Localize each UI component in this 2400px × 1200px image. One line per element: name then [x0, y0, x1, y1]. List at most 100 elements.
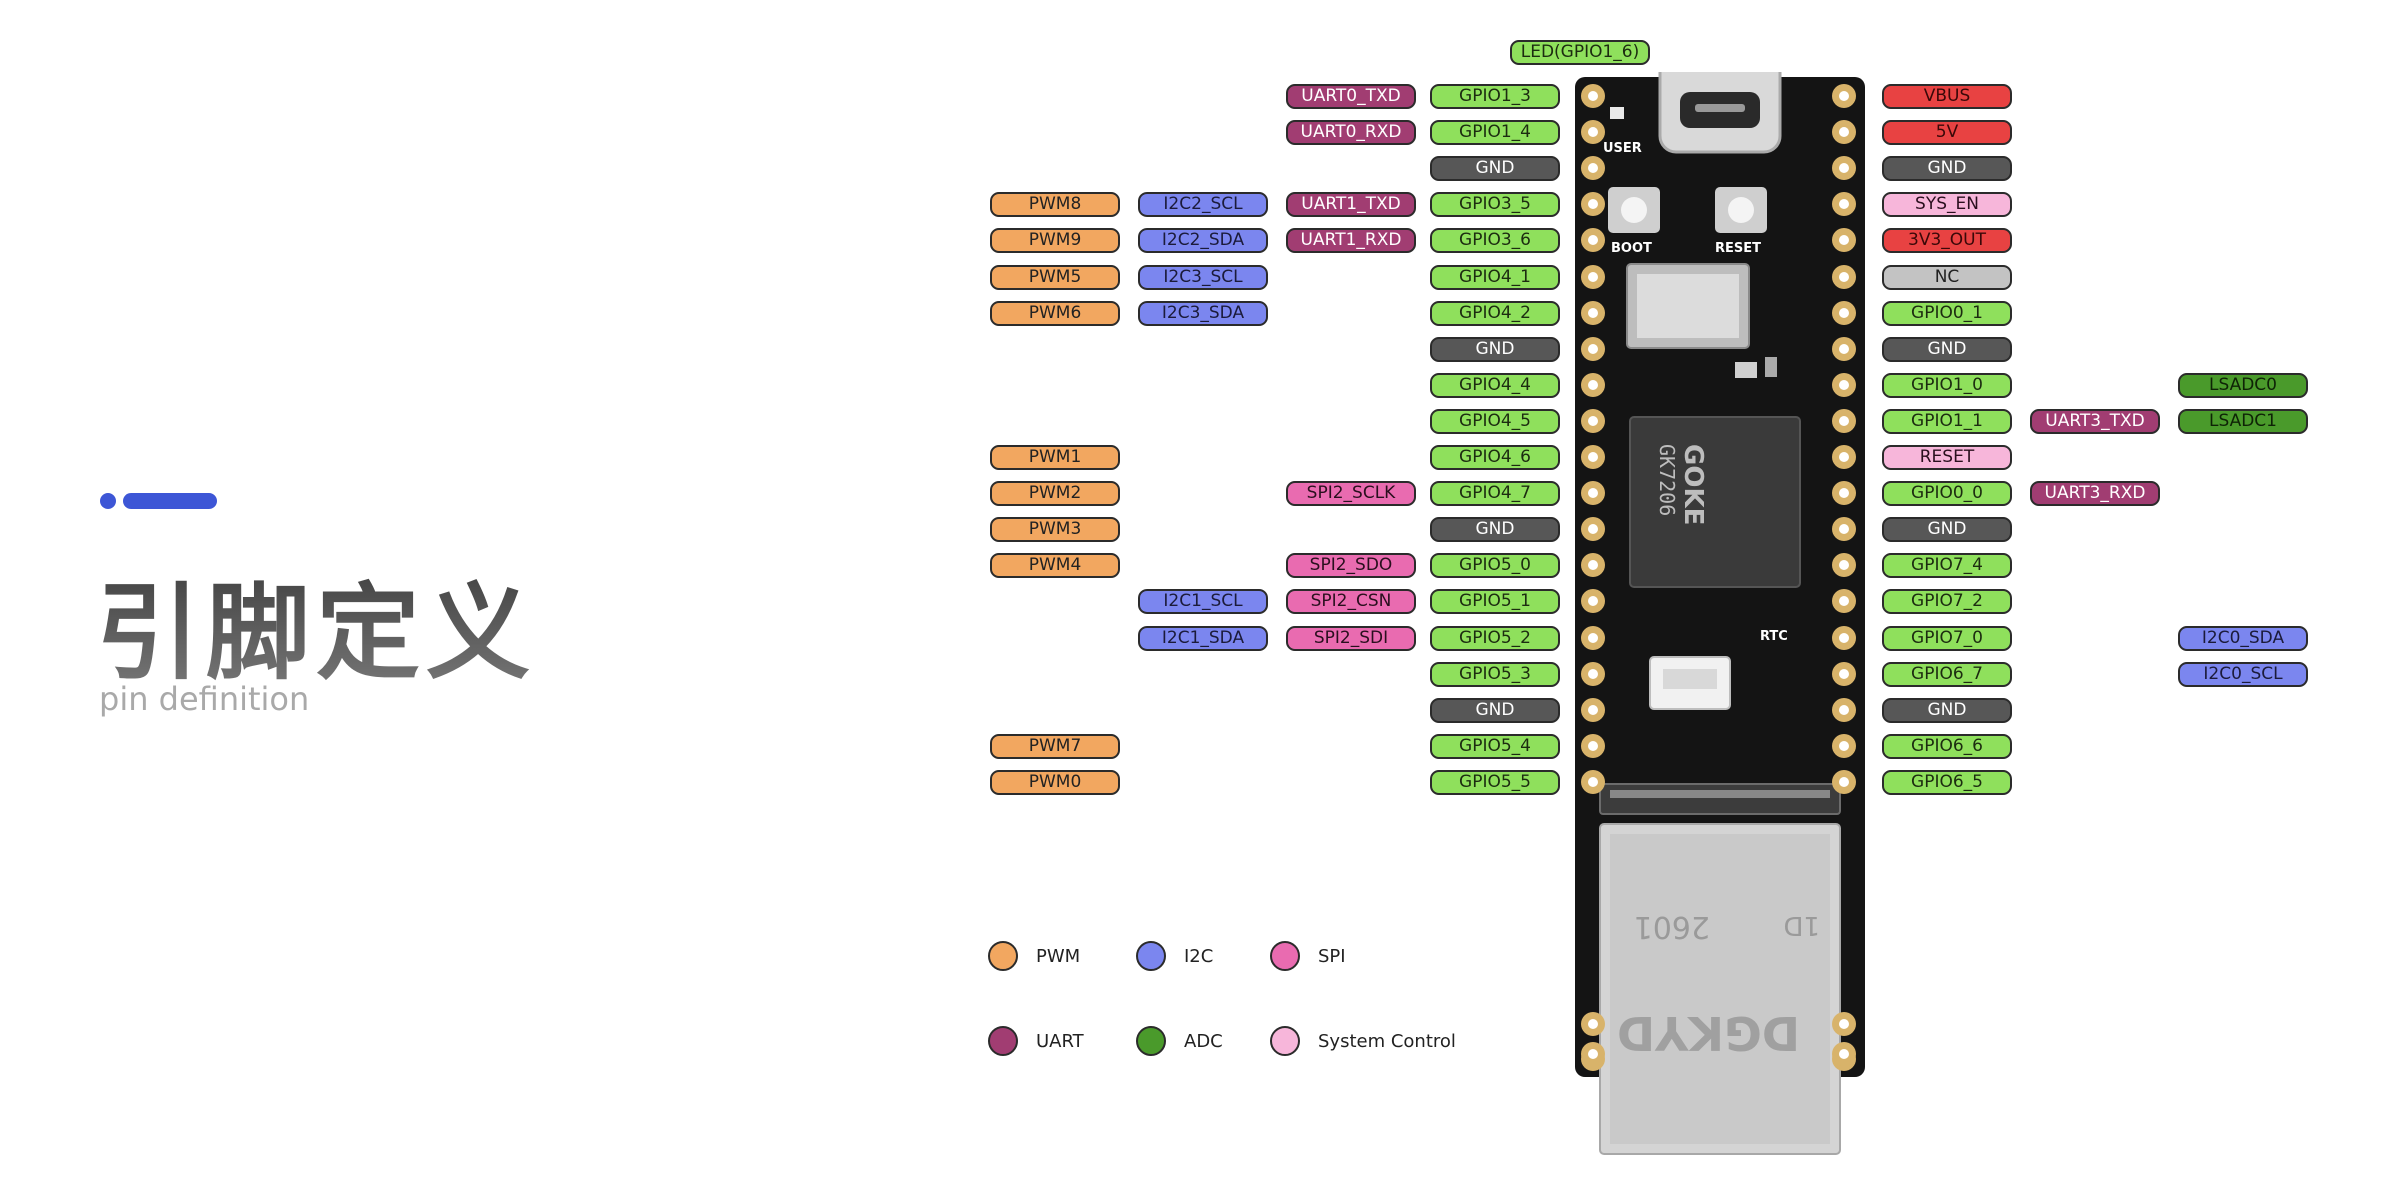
board-image: USER BOOT RESET GOKE GK7206 RTC 2601 1D … [1565, 50, 1870, 1166]
header-hole [1832, 301, 1856, 325]
pin-syscon-right: SYS_EN [1882, 192, 2012, 217]
pin-gpio-left: GPIO3_6 [1430, 228, 1560, 253]
silk-user: USER [1603, 141, 1642, 156]
header-hole [1581, 445, 1605, 469]
mount-hole [1581, 1042, 1605, 1066]
pin-gpio-right: GPIO7_2 [1882, 589, 2012, 614]
legend-swatch [988, 941, 1018, 971]
legend-item-system-control: System Control [1270, 1026, 1456, 1056]
pin-gpio-left: GPIO4_4 [1430, 373, 1560, 398]
header-hole [1581, 698, 1605, 722]
header-hole [1832, 156, 1856, 180]
pin-gpio-right: GPIO7_0 [1882, 626, 2012, 651]
led-gpio-label: LED(GPIO1_6) [1510, 40, 1650, 65]
header-hole [1581, 481, 1605, 505]
legend-item-pwm: PWM [988, 941, 1080, 971]
header-hole [1581, 553, 1605, 577]
legend-swatch [1136, 941, 1166, 971]
header-hole [1832, 445, 1856, 469]
legend-swatch [988, 1026, 1018, 1056]
pin-gpio-left: GPIO4_2 [1430, 301, 1560, 326]
header-hole [1581, 84, 1605, 108]
legend-label: System Control [1318, 1030, 1456, 1052]
header-hole [1581, 192, 1605, 216]
pin-gpio-right: GPIO0_1 [1882, 301, 2012, 326]
legend-label: I2C [1184, 945, 1214, 967]
header-hole [1832, 589, 1856, 613]
pin-gnd-right: GND [1882, 337, 2012, 362]
pin-gpio-left: GPIO4_5 [1430, 409, 1560, 434]
legend-item-adc: ADC [1136, 1026, 1223, 1056]
page-subtitle: pin definition [99, 680, 310, 718]
silk-boot: BOOT [1611, 241, 1652, 256]
header-hole [1832, 192, 1856, 216]
page-title: 引脚定义 [96, 548, 536, 699]
pin-gpio-right: GPIO1_0 [1882, 373, 2012, 398]
header-hole [1832, 553, 1856, 577]
pin-i2c-left: I2C3_SDA [1138, 301, 1268, 326]
header-hole [1832, 409, 1856, 433]
header-hole [1581, 662, 1605, 686]
pin-pwm-left: PWM6 [990, 301, 1120, 326]
header-hole [1581, 409, 1605, 433]
pin-uart-left: UART1_RXD [1286, 228, 1416, 253]
pin-uart-left: UART0_TXD [1286, 84, 1416, 109]
legend-item-i2c: I2C [1136, 941, 1213, 971]
pin-pwr-right: VBUS [1882, 84, 2012, 109]
pin-uart-left: UART1_TXD [1286, 192, 1416, 217]
header-hole [1581, 120, 1605, 144]
pin-gpio-left: GPIO5_4 [1430, 734, 1560, 759]
pin-adc-right: LSADC0 [2178, 373, 2308, 398]
header-hole [1832, 734, 1856, 758]
header-hole [1581, 770, 1605, 794]
pin-pwm-left: PWM9 [990, 228, 1120, 253]
pin-gpio-left: GPIO3_5 [1430, 192, 1560, 217]
pin-gnd-right: GND [1882, 698, 2012, 723]
rj45-brand: DGKYD [1617, 1006, 1800, 1060]
title-accent-bar [123, 493, 217, 509]
pin-pwm-left: PWM1 [990, 445, 1120, 470]
pin-gpio-left: GPIO1_3 [1430, 84, 1560, 109]
legend-label: UART [1036, 1030, 1084, 1052]
chip-brand: GOKE [1678, 444, 1708, 525]
header-hole [1581, 337, 1605, 361]
pin-gpio-left: GPIO5_0 [1430, 553, 1560, 578]
chip-model: GK7206 [1655, 444, 1679, 516]
pin-i2c-left: I2C2_SDA [1138, 228, 1268, 253]
header-hole [1832, 373, 1856, 397]
title-accent-dot [100, 493, 116, 509]
header-hole [1581, 373, 1605, 397]
pin-i2c-left: I2C1_SCL [1138, 589, 1268, 614]
silk-rtc: RTC [1760, 629, 1788, 644]
pin-spi-left: SPI2_SDI [1286, 626, 1416, 651]
pin-gpio-right: GPIO6_5 [1882, 770, 2012, 795]
mount-hole [1832, 1042, 1856, 1066]
pin-nc-right: NC [1882, 265, 2012, 290]
header-hole [1581, 301, 1605, 325]
rj45-code: 2601 [1634, 909, 1710, 944]
pin-pwm-left: PWM3 [990, 517, 1120, 542]
pin-gnd-left: GND [1430, 156, 1560, 181]
pin-i2c-left: I2C1_SDA [1138, 626, 1268, 651]
header-hole [1581, 156, 1605, 180]
pin-gpio-left: GPIO5_5 [1430, 770, 1560, 795]
header-hole [1581, 626, 1605, 650]
pin-pwm-left: PWM0 [990, 770, 1120, 795]
legend-swatch [1270, 941, 1300, 971]
legend-label: PWM [1036, 945, 1081, 967]
pin-uart-right: UART3_RXD [2030, 481, 2160, 506]
pin-pwm-left: PWM5 [990, 265, 1120, 290]
pin-i2c-left: I2C2_SCL [1138, 192, 1268, 217]
pin-syscon-right: RESET [1882, 445, 2012, 470]
pin-gpio-right: GPIO6_6 [1882, 734, 2012, 759]
pin-spi-left: SPI2_SCLK [1286, 481, 1416, 506]
pin-spi-left: SPI2_SDO [1286, 553, 1416, 578]
pin-i2c-left: I2C3_SCL [1138, 265, 1268, 290]
pin-gpio-left: GPIO4_7 [1430, 481, 1560, 506]
pin-i2c-right: I2C0_SDA [2178, 626, 2308, 651]
pin-gpio-right: GPIO6_7 [1882, 662, 2012, 687]
pin-gpio-left: GPIO4_6 [1430, 445, 1560, 470]
header-hole [1832, 120, 1856, 144]
header-hole [1581, 517, 1605, 541]
pin-uart-right: UART3_TXD [2030, 409, 2160, 434]
